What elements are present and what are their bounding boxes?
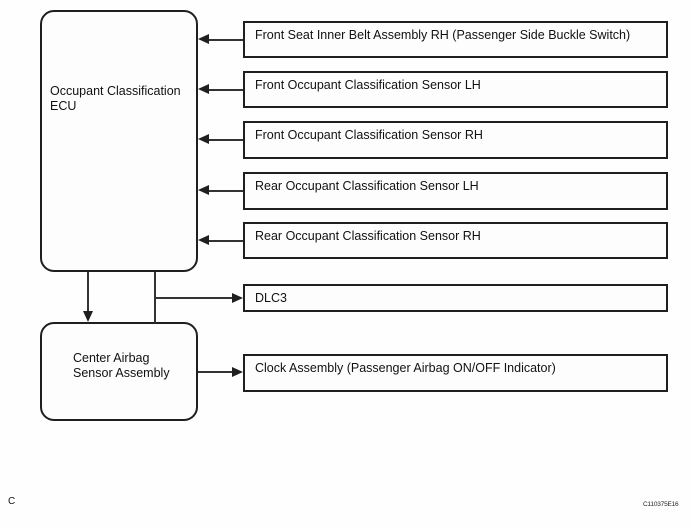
connector-line-front-seat-inner-belt bbox=[208, 39, 243, 41]
connector-line-front-ocs-rh bbox=[208, 139, 243, 141]
component-box-front-occupant-classification-sensor-lh: Front Occupant Classification Sensor LH bbox=[243, 71, 668, 108]
right-arrowhead-icon bbox=[232, 367, 243, 377]
connector-line-front-ocs-lh bbox=[208, 89, 243, 91]
component-box-front-seat-inner-belt-rh: Front Seat Inner Belt Assembly RH (Passe… bbox=[243, 21, 668, 58]
connector-line-ecu-trunk bbox=[154, 272, 156, 323]
cas-label-line1: Center Airbag bbox=[73, 351, 150, 365]
figure-code: C110375E16 bbox=[643, 501, 679, 508]
left-arrowhead-icon bbox=[198, 235, 209, 245]
center-airbag-sensor-assembly-label: Center Airbag Sensor Assembly bbox=[73, 351, 170, 381]
component-box-rear-occupant-classification-sensor-rh: Rear Occupant Classification Sensor RH bbox=[243, 222, 668, 259]
left-arrowhead-icon bbox=[198, 134, 209, 144]
component-box-dlc3: DLC3 bbox=[243, 284, 668, 312]
component-label: DLC3 bbox=[255, 291, 287, 305]
component-label: Front Seat Inner Belt Assembly RH (Passe… bbox=[255, 28, 631, 42]
left-arrowhead-icon bbox=[198, 185, 209, 195]
connector-line-rear-ocs-lh bbox=[208, 190, 243, 192]
component-label: Front Occupant Classification Sensor LH bbox=[255, 78, 481, 92]
component-label: Front Occupant Classification Sensor RH bbox=[255, 128, 483, 142]
cas-label-line2: Sensor Assembly bbox=[73, 366, 170, 380]
component-label: Rear Occupant Classification Sensor RH bbox=[255, 229, 481, 243]
connector-line-rear-ocs-rh bbox=[208, 240, 243, 242]
center-airbag-sensor-assembly-box: Center Airbag Sensor Assembly bbox=[40, 322, 198, 421]
occupant-classification-ecu-box: Occupant Classification ECU bbox=[40, 10, 198, 272]
component-label: Clock Assembly (Passenger Airbag ON/OFF … bbox=[255, 361, 556, 375]
left-arrowhead-icon bbox=[198, 34, 209, 44]
connector-line-clock-assembly bbox=[198, 371, 233, 373]
connector-line-dlc3 bbox=[155, 297, 233, 299]
ecu-label-line2: ECU bbox=[50, 99, 77, 113]
right-arrowhead-icon bbox=[232, 293, 243, 303]
component-box-rear-occupant-classification-sensor-lh: Rear Occupant Classification Sensor LH bbox=[243, 172, 668, 210]
left-arrowhead-icon bbox=[198, 84, 209, 94]
component-box-front-occupant-classification-sensor-rh: Front Occupant Classification Sensor RH bbox=[243, 121, 668, 159]
page-marker: C bbox=[8, 496, 16, 507]
component-box-clock-assembly: Clock Assembly (Passenger Airbag ON/OFF … bbox=[243, 354, 668, 392]
connector-line-ecu-to-cas bbox=[87, 272, 89, 312]
component-label: Rear Occupant Classification Sensor LH bbox=[255, 179, 479, 193]
ecu-label-line1: Occupant Classification bbox=[50, 84, 181, 98]
occupant-classification-ecu-label: Occupant Classification ECU bbox=[50, 84, 181, 114]
down-arrowhead-icon bbox=[83, 311, 93, 322]
